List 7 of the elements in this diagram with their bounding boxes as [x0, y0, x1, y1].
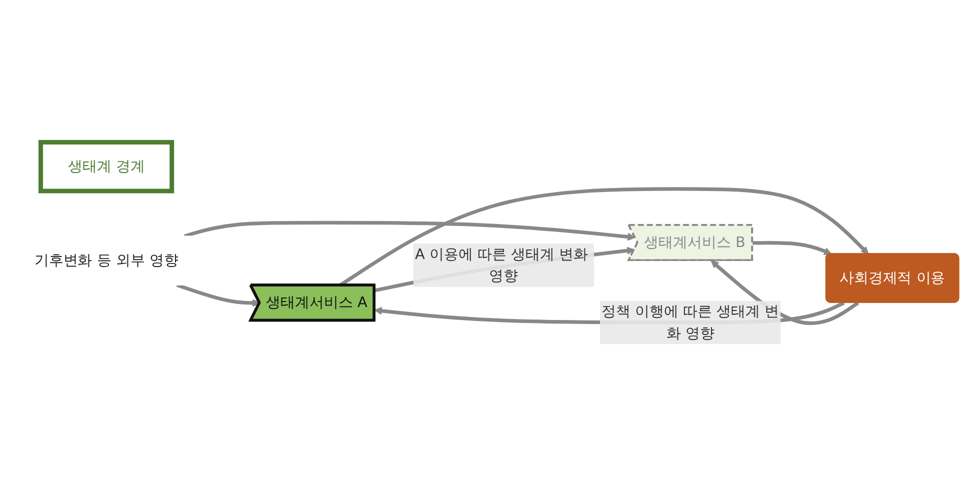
node-box: 생태계 경계: [38, 140, 174, 194]
arrow: [184, 221, 636, 242]
arrow: [752, 241, 832, 256]
node-text: 기후변화 등 외부 영향: [34, 252, 178, 270]
arrow: [338, 187, 869, 288]
edge-label: A 이용에 따른 생태계 변화 영향: [414, 246, 588, 284]
edge-label: 정책 이행에 따른 생태계 변화 영향: [602, 302, 780, 342]
